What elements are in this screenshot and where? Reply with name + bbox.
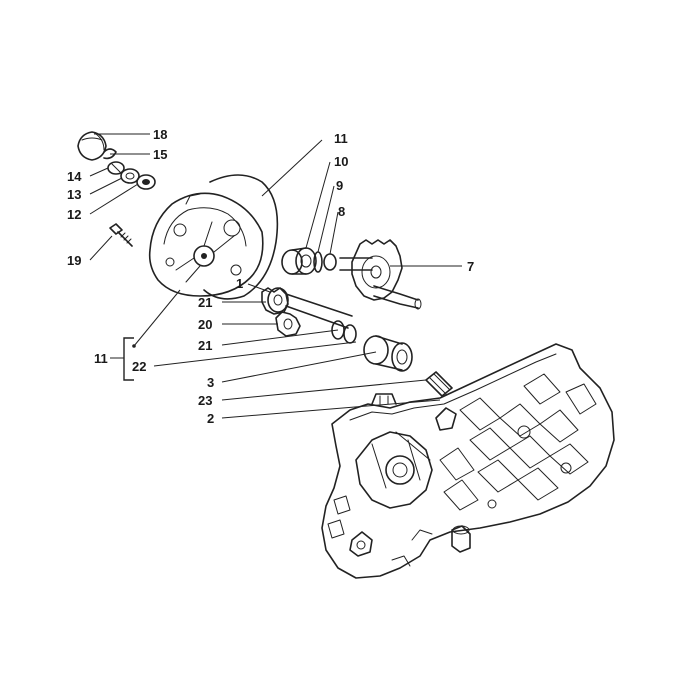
- part-3-bearing: [363, 335, 413, 372]
- label-19: 19: [67, 253, 81, 268]
- label-20: 20: [198, 317, 212, 332]
- label-21-upper: 21: [198, 295, 212, 310]
- label-8: 8: [338, 204, 345, 219]
- part-8-spacer: [323, 253, 337, 271]
- label-2: 2: [207, 411, 214, 426]
- part-23-pin: [425, 371, 453, 397]
- label-23: 23: [198, 393, 212, 408]
- part-15-circlip: [103, 148, 117, 160]
- part-labels: 18 15 14 13 12 19 11 10 9 8 7 1 21 20 21…: [67, 127, 474, 426]
- label-22: 22: [132, 359, 146, 374]
- part-12-seal: [136, 174, 156, 190]
- label-9: 9: [336, 178, 343, 193]
- label-18: 18: [153, 127, 167, 142]
- part-13-bearing: [120, 168, 140, 184]
- label-7: 7: [467, 259, 474, 274]
- label-12: 12: [67, 207, 81, 222]
- leader-lines: [89, 133, 462, 419]
- part-10-bearing: [281, 247, 317, 275]
- part-11-gear-cover: [148, 174, 279, 300]
- label-21-lower: 21: [198, 338, 212, 353]
- part-2-crankcase: [321, 343, 615, 579]
- part-21-gear-upper: [261, 287, 289, 315]
- label-11-assembly: 11: [94, 351, 108, 366]
- label-14: 14: [67, 169, 82, 184]
- label-1: 1: [236, 276, 243, 291]
- label-13: 13: [67, 187, 81, 202]
- part-18-cap: [77, 131, 107, 161]
- part-7-gear-shaft: [339, 239, 422, 310]
- part-19-bolt: [109, 223, 133, 247]
- label-3: 3: [207, 375, 214, 390]
- label-11-cover: 11: [334, 131, 348, 146]
- label-10: 10: [334, 154, 348, 169]
- label-15: 15: [153, 147, 167, 162]
- part-20-gear: [275, 311, 301, 337]
